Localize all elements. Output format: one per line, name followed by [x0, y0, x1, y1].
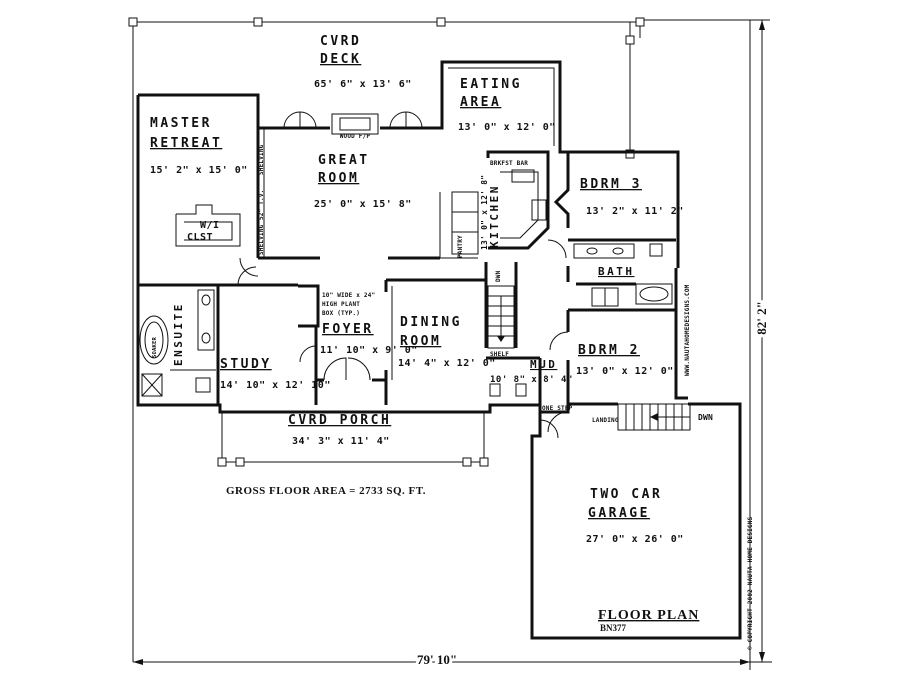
study-dims: 14' 10" x 12' 10" — [220, 380, 331, 391]
eating-area-name-2: AREA — [460, 95, 501, 110]
breakfast-bar-label: BRKFST BAR — [490, 160, 528, 167]
porch-name: CVRD PORCH — [288, 413, 391, 428]
porch-dims: 34' 3" x 11' 4" — [292, 436, 390, 447]
eating-area-dims: 13' 0" x 12' 0" — [458, 122, 556, 133]
walk-in-closet-name-2: CLST — [187, 232, 213, 243]
deck-name-2: DECK — [320, 52, 361, 67]
plant-box-label-1: 10" WIDE x 24" — [322, 292, 375, 299]
one-step-label: ONE STEP — [542, 405, 573, 412]
deck-name-1: CVRD — [320, 34, 361, 49]
ensuite-name: ENSUITE — [172, 302, 185, 366]
garage-down-label: DWN — [698, 413, 713, 422]
pantry-label: PANTRY — [457, 235, 464, 258]
mud-room-name: MUD — [530, 358, 557, 371]
plan-code: BN377 — [600, 623, 627, 633]
landing-label: LANDING — [592, 417, 619, 424]
bedroom-3-name: BDRM 3 — [580, 177, 642, 192]
master-retreat-dims: 15' 2" x 15' 0" — [150, 165, 248, 176]
shelving-label-right: SHELVING — [258, 224, 265, 255]
garage-dims: 27' 0" x 26' 0" — [586, 534, 684, 545]
shelving-label-left: SHELVING — [258, 144, 265, 175]
plant-box-label-3: BOX (TYP.) — [322, 310, 360, 317]
dining-room-name-2: ROOM — [400, 334, 441, 349]
bath-name: BATH — [598, 265, 635, 278]
overall-depth-dim: 82' 2" — [754, 301, 769, 335]
bath-fixtures — [566, 243, 673, 307]
overall-width-dim: 79' 10" — [417, 652, 457, 667]
garage-name-1: TWO CAR — [590, 487, 662, 502]
mud-room-walls — [486, 356, 542, 405]
stairs — [484, 262, 518, 349]
great-room-name-2: ROOM — [318, 171, 359, 186]
eating-area-name-1: EATING — [460, 77, 522, 92]
wood-fireplace-label: WOOD F/P — [340, 133, 371, 140]
gross-floor-area: GROSS FLOOR AREA = 2733 SQ. FT. — [226, 485, 426, 497]
study-walls — [216, 283, 318, 405]
bedroom-2-name: BDRM 2 — [578, 343, 640, 358]
mud-room-dims: 10' 8" x 8' 4" — [490, 375, 573, 385]
kitchen-fixtures — [439, 150, 567, 259]
eating-area-walls — [448, 67, 555, 146]
master-retreat-walls — [138, 128, 274, 287]
walk-in-closet-name-1: W/I — [200, 220, 220, 231]
bedroom-3-walls — [553, 152, 676, 242]
foyer-dims: 11' 10" x 9' 0" — [320, 345, 418, 356]
plan-title: FLOOR PLAN — [598, 608, 699, 623]
bedroom-3-dims: 13' 2" x 11' 2" — [586, 206, 684, 217]
great-room-name-1: GREAT — [318, 153, 370, 168]
dining-room-name-1: DINING — [400, 315, 462, 330]
garage-walls — [530, 402, 742, 640]
foyer-name: FOYER — [322, 322, 374, 337]
covered-porch — [217, 412, 489, 467]
great-room-dims: 25' 0" x 15' 8" — [314, 199, 412, 210]
plant-box-label-2: HIGH PLANT — [322, 301, 360, 308]
shelf-label: SHELF — [490, 351, 509, 358]
website-text: WWW.NAUTAHOMEDESIGNS.COM — [684, 284, 691, 376]
master-retreat-name-2: RETREAT — [150, 136, 222, 151]
bedroom-2-dims: 13' 0" x 12' 0" — [576, 366, 674, 377]
dining-room-walls — [384, 278, 486, 405]
great-room-rear-wall — [282, 111, 425, 135]
covered-deck — [128, 17, 645, 159]
garage-name-2: GARAGE — [588, 506, 650, 521]
stair-down-label: DWN — [495, 270, 502, 282]
study-name: STUDY — [220, 357, 272, 372]
kitchen-dims: 13' 0" x 12' 8" — [480, 175, 489, 250]
dimension-lines — [132, 19, 772, 670]
master-retreat-name-1: MASTER — [150, 116, 212, 131]
foyer-walls — [237, 256, 386, 382]
deck-dims: 65' 6" x 13' 6" — [314, 79, 412, 90]
soaker-label: SOAKER — [152, 336, 158, 358]
tv-label: 52" T.V. — [258, 190, 265, 221]
bedroom-2-walls — [549, 308, 676, 398]
copyright-text: © COPYRIGHT 2002 NAUTA HOME DESIGNS — [747, 516, 754, 650]
ensuite-fixtures — [139, 289, 216, 397]
dining-room-dims: 14' 4" x 12' 0" — [398, 358, 496, 369]
kitchen-name: KITCHEN — [488, 184, 501, 248]
